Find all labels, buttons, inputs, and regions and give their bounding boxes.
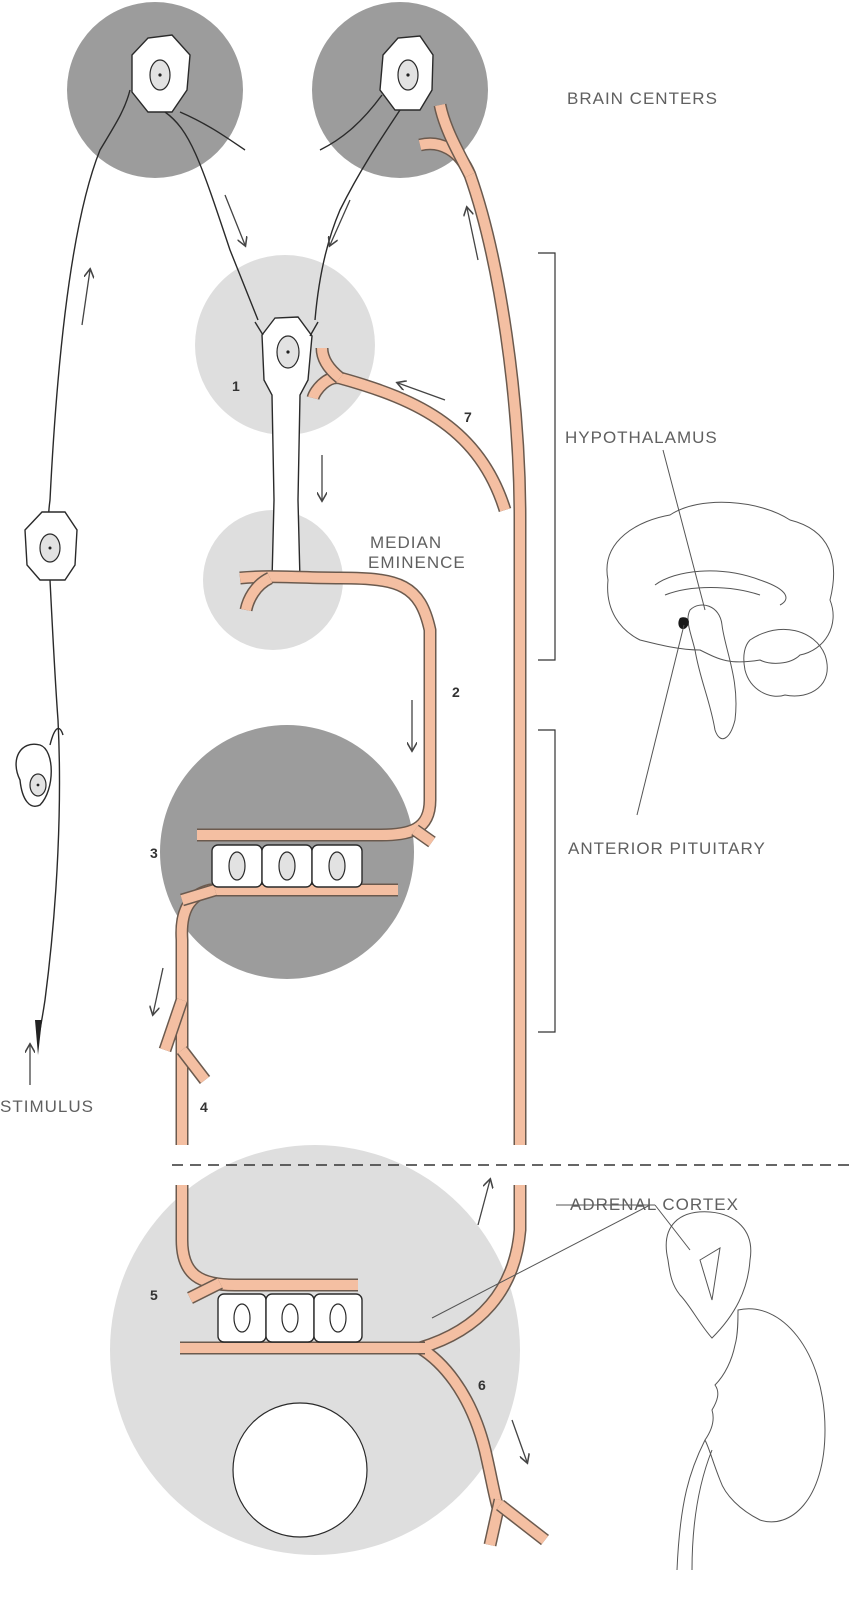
hypothalamus-bracket	[538, 253, 555, 660]
step-number-6: 6	[478, 1377, 486, 1393]
step-number-4: 4	[200, 1099, 208, 1115]
step-number-5: 5	[150, 1287, 158, 1303]
adrenal-medulla-hole	[233, 1403, 367, 1537]
brain-illustration	[607, 450, 834, 815]
step-number-1: 1	[232, 378, 240, 394]
hypothalamus-label: HYPOTHALAMUS	[565, 428, 718, 447]
anterior-pituitary-label: ANTERIOR PITUITARY	[568, 839, 766, 858]
adrenal-cells	[218, 1294, 362, 1342]
adrenal-cortex-label: ADRENAL CORTEX	[570, 1195, 739, 1214]
step-number-7: 7	[464, 409, 472, 425]
stimulus-label: STIMULUS	[0, 1097, 94, 1116]
pituitary-cells	[212, 845, 362, 887]
median-eminence-label-line1: MEDIAN	[370, 533, 442, 552]
pituitary-bracket	[538, 730, 555, 1032]
median-eminence-label-line2: EMINENCE	[368, 553, 466, 572]
brain-centers-label: BRAIN CENTERS	[567, 89, 718, 108]
step-number-3: 3	[150, 845, 158, 861]
step-number-2: 2	[452, 684, 460, 700]
